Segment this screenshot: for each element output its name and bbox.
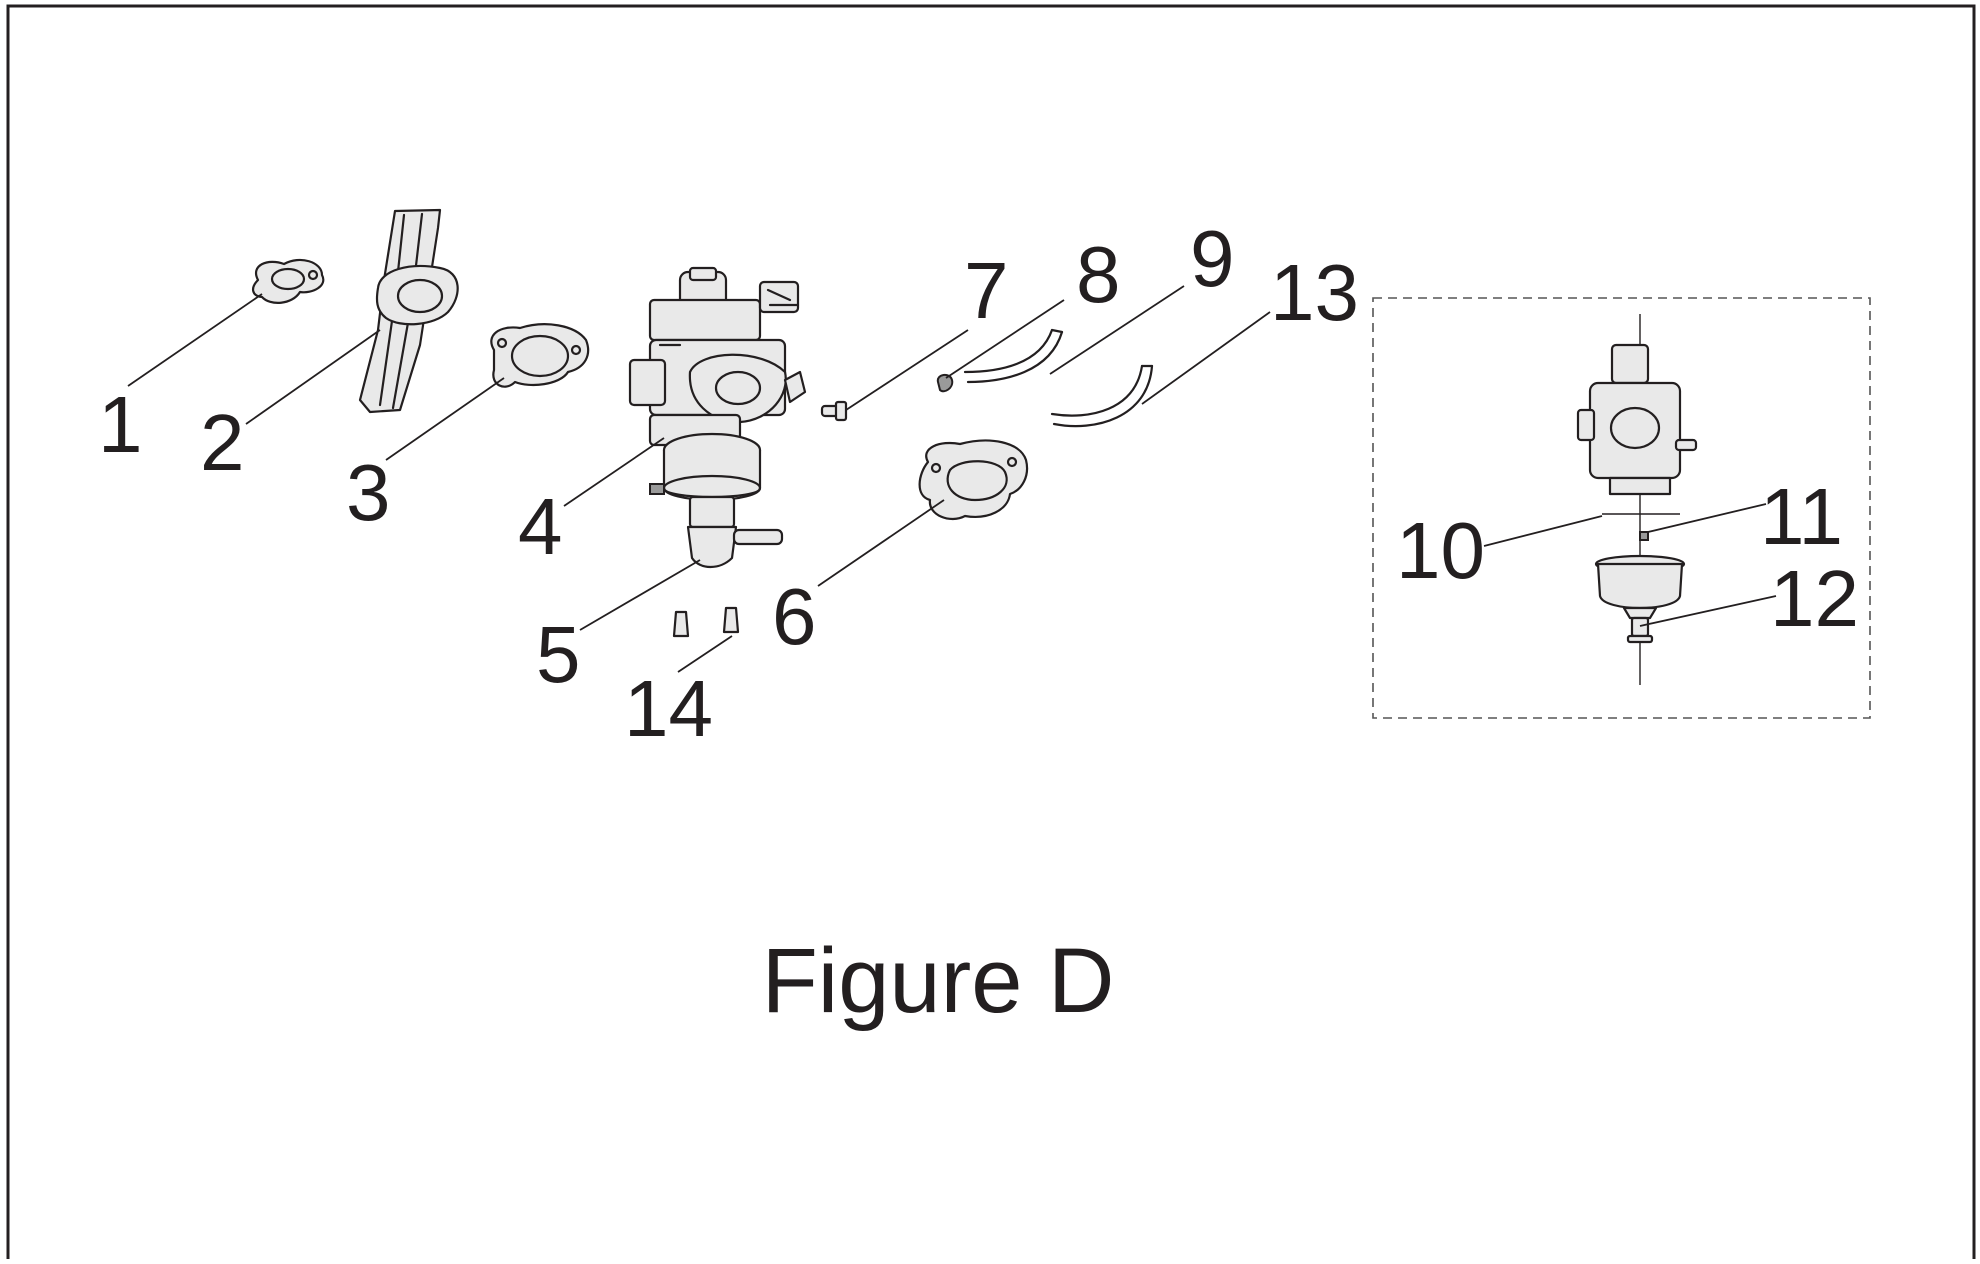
part-1-gasket	[252, 258, 325, 304]
part-4-carburetor	[628, 266, 807, 502]
detail-carburetor-body	[1576, 343, 1698, 496]
leader-8	[945, 299, 1065, 379]
callout-7: 7	[964, 246, 1009, 335]
callout-6: 6	[772, 572, 817, 661]
part-8-clamp	[936, 374, 954, 393]
leader-14	[677, 635, 733, 673]
part-13-hose	[1050, 364, 1154, 428]
leader-12	[1639, 595, 1777, 627]
part-2-insulator	[358, 208, 459, 414]
leader-11	[1647, 503, 1767, 533]
callout-4: 4	[518, 482, 563, 571]
leader-7	[845, 329, 969, 411]
callout-10: 10	[1396, 506, 1485, 595]
leader-5	[579, 559, 701, 631]
leader-2	[245, 329, 381, 425]
leader-6	[817, 499, 945, 587]
leader-9	[1049, 285, 1185, 375]
callout-1: 1	[98, 380, 143, 469]
callout-2: 2	[200, 398, 245, 487]
leader-1	[127, 293, 263, 387]
part-14-jets	[672, 606, 740, 638]
leader-3	[385, 377, 505, 461]
callout-14: 14	[624, 664, 713, 753]
callout-12: 12	[1770, 554, 1859, 643]
leader-13	[1141, 311, 1271, 405]
leader-4	[563, 437, 665, 507]
part-5-drain-valve	[686, 495, 784, 569]
leader-10	[1483, 515, 1603, 547]
figure-caption: Figure D	[762, 930, 1115, 1032]
part-3-gasket	[490, 323, 590, 388]
part-6-gasket	[918, 439, 1029, 521]
part-7-screw	[820, 400, 848, 422]
callout-3: 3	[346, 448, 391, 537]
detail-float-bowl	[1594, 554, 1686, 620]
part-12-bowl-bolt	[1626, 616, 1654, 644]
detail-inset-box	[1372, 297, 1871, 719]
callout-9: 9	[1190, 214, 1235, 303]
callout-8: 8	[1076, 230, 1121, 319]
page-frame	[6, 4, 1976, 1264]
callout-13: 13	[1270, 248, 1359, 337]
part-11-jet	[1639, 531, 1649, 541]
callout-11: 11	[1760, 472, 1843, 561]
part-9-fuel-hose	[963, 328, 1064, 384]
callout-5: 5	[536, 610, 581, 699]
